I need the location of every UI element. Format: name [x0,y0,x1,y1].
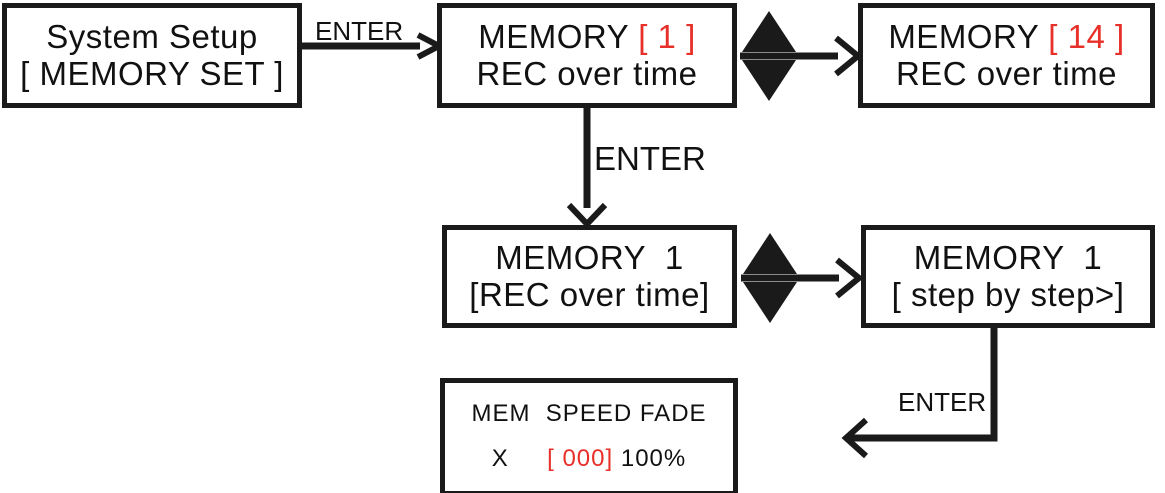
mem-speed-fade-header: MEM SPEED FADE [471,400,707,428]
value-speed: [ 000] [547,445,614,472]
memory-step-by-step-screen: MEMORY 1 [ step by step>] [861,225,1155,328]
enter-label-3: ENTER [898,387,987,417]
value-fade: 100% [620,445,687,472]
updown-arrow-1 [740,8,863,104]
system-setup-line-2: [ MEMORY SET ] [20,54,284,92]
memory-14-line-2: REC over time [895,54,1118,92]
memory-14-screen: MEMORY [ 14 ] REC over time [858,3,1155,108]
header-speed: SPEED [545,400,633,428]
down-triangle-icon [742,60,796,101]
system-setup-screen: System Setup [ MEMORY SET ] [2,3,302,108]
memory-1-value: [ 1 ] [638,17,696,55]
header-mem: MEM [471,400,531,428]
memory-1-screen: MEMORY [ 1 ] REC over time [437,3,737,108]
system-setup-line-1: System Setup [46,17,258,55]
enter-label-2: ENTER [594,140,706,177]
memory-14-value: [ 14 ] [1048,17,1125,55]
memory-14-line-1: MEMORY [ 14 ] [888,17,1125,56]
memory-rec-over-time-screen: MEMORY 1 [REC over time] [442,225,737,328]
enter-label-1: ENTER [315,16,404,46]
memory-step-line-2: [ step by step>] [891,275,1125,313]
header-fade: FADE [639,400,707,428]
down-triangle-icon [743,282,797,323]
value-mem: X [491,445,509,472]
memory-step-line-1: MEMORY 1 [913,238,1103,276]
memory-1-line-2: REC over time [476,54,698,92]
memory-1-label: MEMORY [478,17,639,55]
memory-rec-line-2: [REC over time] [469,275,710,313]
memory-rec-line-1: MEMORY 1 [495,238,684,276]
enter-arrow-3 [820,328,1040,459]
updown-arrow-2 [741,230,864,326]
mem-speed-fade-values: X [ 000] 100% [491,445,687,473]
mem-speed-fade-screen: MEM SPEED FADE X [ 000] 100% [440,378,738,493]
memory-14-label: MEMORY [888,17,1049,55]
memory-1-line-1: MEMORY [ 1 ] [478,17,696,56]
up-triangle-icon [743,233,797,274]
enter-arrow-2 [560,108,620,229]
up-triangle-icon [742,11,796,52]
